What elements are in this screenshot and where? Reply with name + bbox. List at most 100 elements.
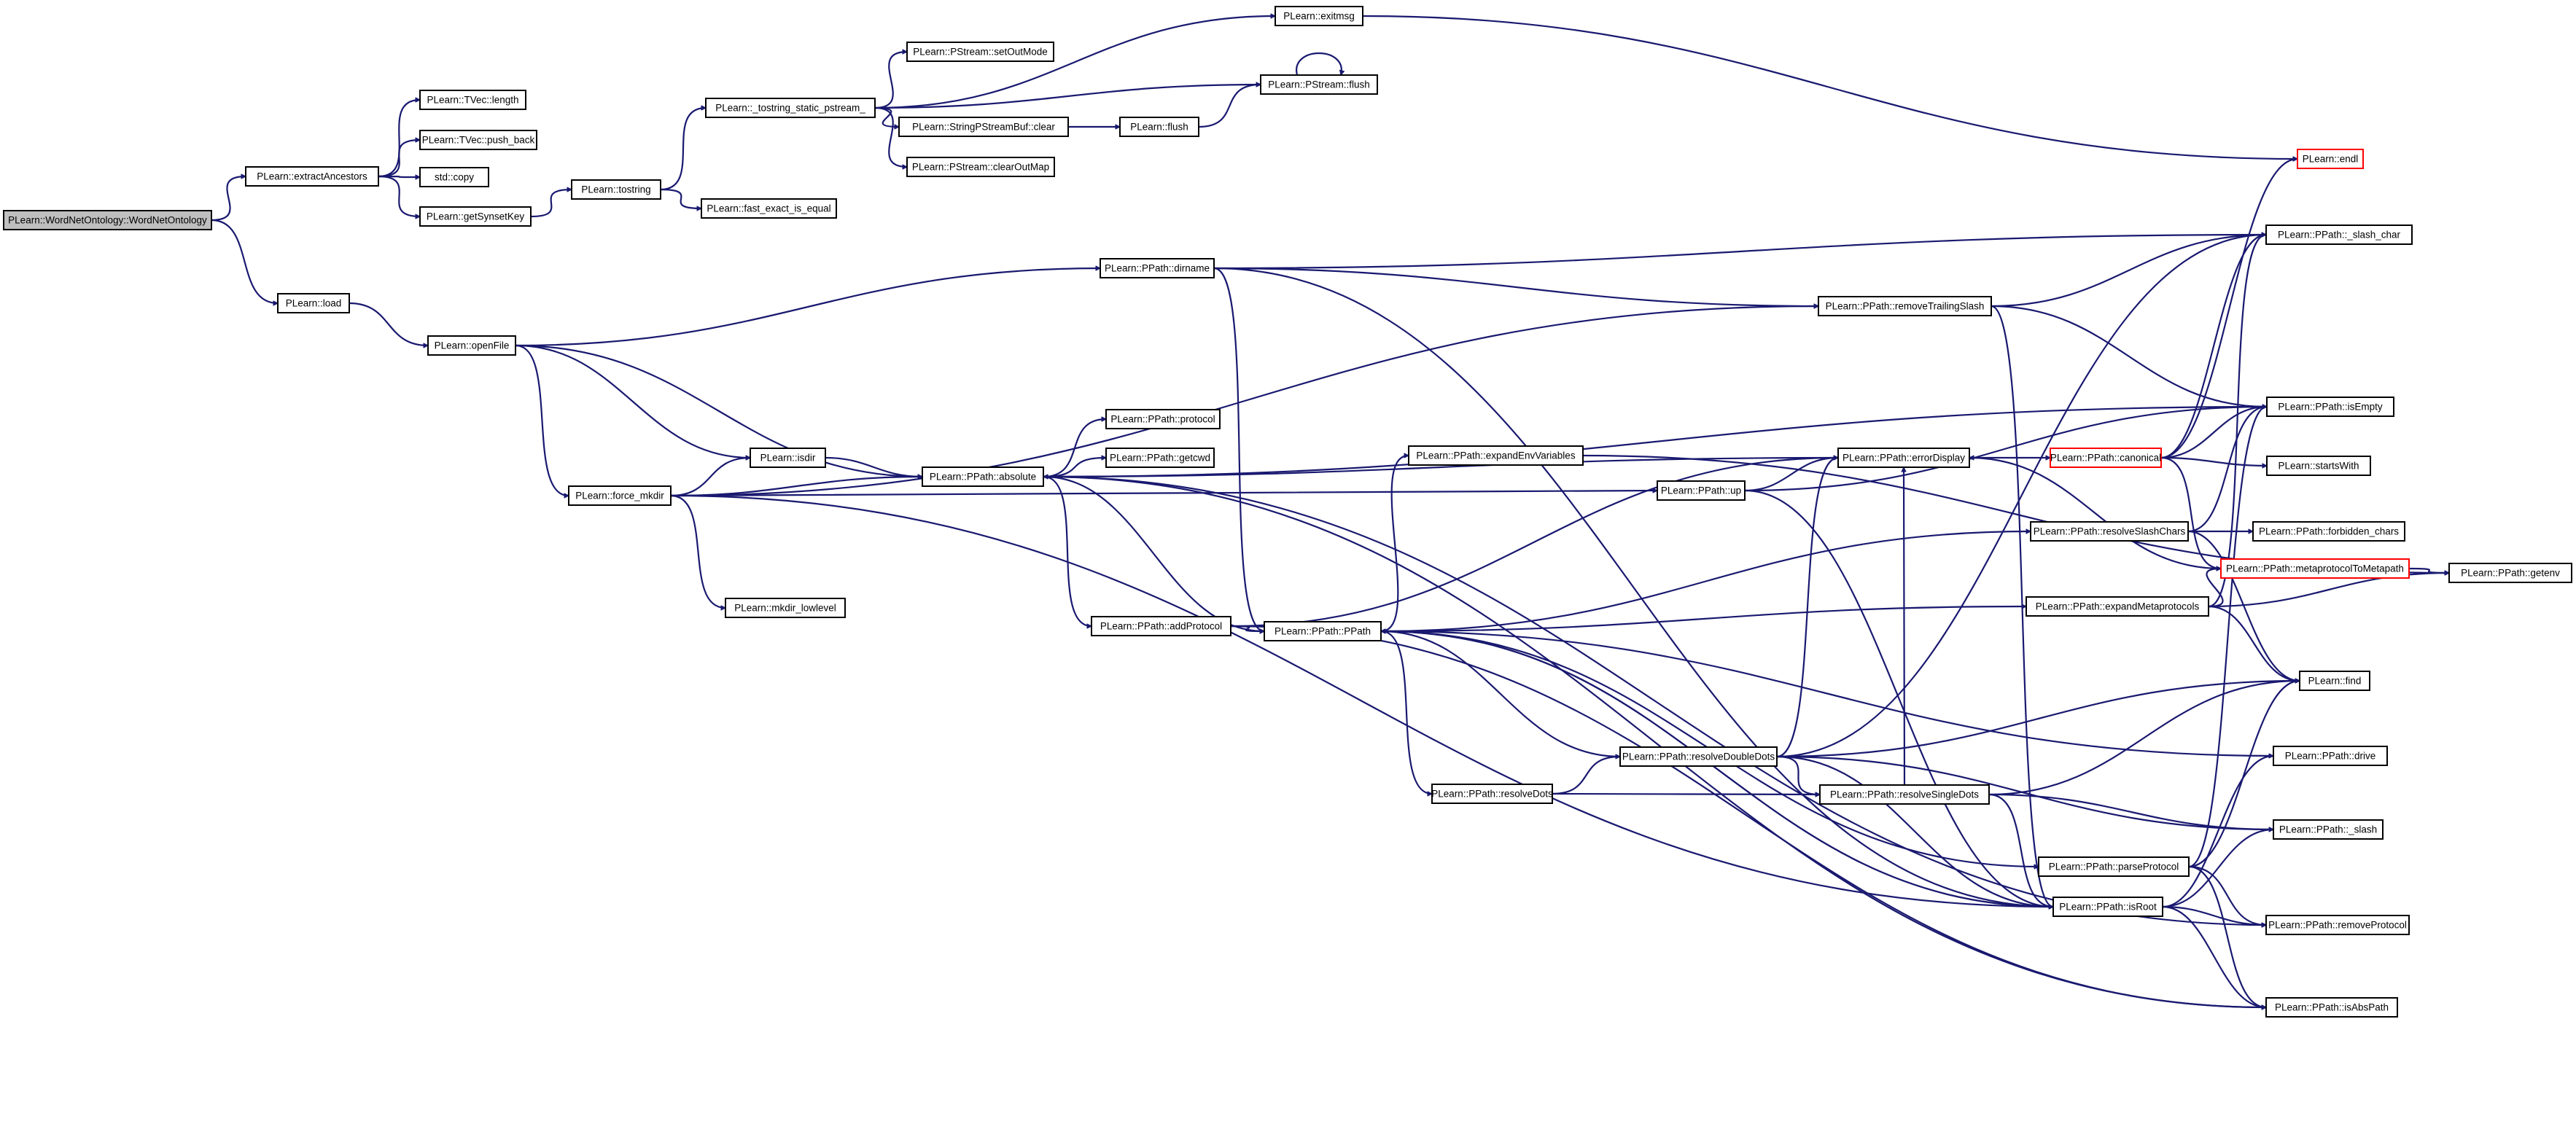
node-box — [898, 117, 1069, 137]
node-protocol[interactable]: PLearn::PPath::protocol — [1105, 409, 1221, 429]
edge-canonical-to-isEmpty — [2160, 407, 2267, 459]
node-slash[interactable]: PLearn::PPath::_slash — [2273, 819, 2384, 840]
edge-addProtocol-to-isAbsPath — [1230, 625, 2266, 1007]
node-isRoot[interactable]: PLearn::PPath::isRoot — [2052, 897, 2163, 917]
node-setOutMode[interactable]: PLearn::PStream::setOutMode — [906, 42, 1054, 62]
node-addProtocol[interactable]: PLearn::PPath::addProtocol — [1091, 616, 1231, 636]
node-box — [419, 90, 526, 110]
node-box — [427, 335, 516, 356]
node-label: PLearn::openFile — [435, 340, 510, 351]
node-removeProtocol[interactable]: PLearn::PPath::removeProtocol — [2265, 915, 2410, 935]
node-isAbsPath[interactable]: PLearn::PPath::isAbsPath — [2265, 997, 2398, 1018]
node-box — [277, 293, 350, 313]
node-resolveSingleDots[interactable]: PLearn::PPath::resolveSingleDots — [1819, 784, 1990, 805]
node-box — [2297, 149, 2364, 169]
node-label: PLearn::PPath::drive — [2285, 751, 2376, 762]
node-canonical[interactable]: PLearn::PPath::canonical — [2050, 448, 2162, 468]
edge-absolute-to-removeProtocol — [1043, 475, 2266, 925]
node-box — [2026, 596, 2209, 617]
node-resolveDots[interactable]: PLearn::PPath::resolveDots — [1431, 784, 1553, 804]
edge-metaprotocolToMetapath-to-errorDisplay — [1969, 458, 2222, 570]
node-label: PLearn::mkdir_lowlevel — [734, 603, 836, 614]
node-label: PLearn::PPath::removeTrailingSlash — [1826, 301, 1985, 312]
node-box — [906, 42, 1054, 62]
node-drive[interactable]: PLearn::PPath::drive — [2273, 746, 2388, 766]
node-resolveDoubleDots[interactable]: PLearn::PPath::resolveDoubleDots — [1619, 746, 1778, 767]
node-find[interactable]: PLearn::find — [2299, 671, 2370, 691]
node-dirname[interactable]: PLearn::PPath::dirname — [1100, 258, 1215, 278]
node-root[interactable]: PLearn::WordNetOntology::WordNetOntology — [3, 210, 212, 230]
edge-exitmsg-to-endl — [1362, 15, 2297, 159]
node-box — [922, 466, 1044, 487]
edge-drive-to-ppath — [1381, 631, 2274, 757]
node-label: PLearn::endl — [2303, 154, 2359, 165]
node-label: PLearn::PPath::expandEnvVariables — [1416, 450, 1575, 461]
node-flush[interactable]: PLearn::flush — [1119, 117, 1199, 137]
node-label: PLearn::PPath::removeProtocol — [2268, 920, 2407, 931]
node-parseProtocol[interactable]: PLearn::PPath::parseProtocol — [2038, 856, 2190, 877]
edge-pstreamFlush-to-pstreamFlush — [1296, 52, 1342, 75]
edge-absolute-to-protocol — [1043, 419, 1106, 478]
edge-root-to-load — [211, 219, 278, 303]
node-label: PLearn::TVec::push_back — [422, 135, 535, 146]
node-mkdirLowlevel[interactable]: PLearn::mkdir_lowlevel — [725, 598, 846, 618]
node-openFile[interactable]: PLearn::openFile — [427, 335, 516, 356]
node-errorDisplay[interactable]: PLearn::PPath::errorDisplay — [1837, 448, 1970, 468]
node-isdir[interactable]: PLearn::isdir — [750, 448, 826, 468]
node-label: PLearn::PPath::protocol — [1110, 414, 1215, 425]
node-ppath[interactable]: PLearn::PPath::PPath — [1264, 621, 1382, 641]
node-box — [1105, 448, 1215, 468]
node-up[interactable]: PLearn::PPath::up — [1657, 480, 1746, 501]
edge-isdir-to-absolute — [825, 456, 922, 477]
edge-isRoot-to-drive — [2162, 756, 2273, 908]
node-spbClear[interactable]: PLearn::StringPStreamBuf::clear — [898, 117, 1069, 137]
node-resolveSlashChars[interactable]: PLearn::PPath::resolveSlashChars — [2030, 521, 2189, 542]
edge-resolveDoubleDots-to-slashChar — [1776, 235, 2266, 758]
node-tvecLength[interactable]: PLearn::TVec::length — [419, 90, 526, 110]
edge-resolveDots-to-resolveSingleDots — [1552, 794, 1820, 795]
node-label: PLearn::extractAncestors — [257, 171, 367, 182]
node-box — [2265, 225, 2413, 245]
node-tostring[interactable]: PLearn::tostring — [571, 179, 661, 200]
node-pstreamFlush[interactable]: PLearn::PStream::flush — [1260, 74, 1378, 95]
node-label: PLearn::getSynsetKey — [427, 211, 525, 222]
node-expandEnv[interactable]: PLearn::PPath::expandEnvVariables — [1408, 445, 1584, 466]
node-stdCopy[interactable]: std::copy — [419, 167, 489, 187]
edge-resolveSlashChars-to-isEmpty — [2187, 407, 2267, 533]
edges-layer — [211, 16, 2449, 1007]
node-tostringStatic[interactable]: PLearn::_tostring_static_pstream_ — [705, 98, 876, 118]
node-extractAncestors[interactable]: PLearn::extractAncestors — [245, 166, 379, 187]
node-getenv[interactable]: PLearn::PPath::getenv — [2448, 563, 2572, 583]
edge-extractAncestors-to-tvecLength — [378, 100, 420, 178]
node-endl[interactable]: PLearn::endl — [2297, 149, 2364, 169]
edge-openFile-to-dirname — [515, 268, 1100, 347]
node-box — [1105, 409, 1221, 429]
node-exitmsg[interactable]: PLearn::exitmsg — [1275, 6, 1363, 26]
node-box — [1275, 6, 1363, 26]
node-getSynsetKey[interactable]: PLearn::getSynsetKey — [419, 206, 532, 227]
node-expandMetaprotocols[interactable]: PLearn::PPath::expandMetaprotocols — [2026, 596, 2209, 617]
node-tvecPushBack[interactable]: PLearn::TVec::push_back — [419, 130, 537, 150]
node-metaprotocolToMetapath[interactable]: PLearn::PPath::metaprotocolToMetapath — [2220, 558, 2410, 579]
node-removeTrailingSlash[interactable]: PLearn::PPath::removeTrailingSlash — [1818, 296, 1992, 316]
node-label: PLearn::PPath::PPath — [1275, 626, 1371, 637]
edge-tostringStatic-to-exitmsg — [874, 16, 1275, 109]
node-startsWith[interactable]: PLearn::startsWith — [2266, 456, 2371, 476]
node-fastExact[interactable]: PLearn::fast_exact_is_equal — [701, 198, 837, 219]
node-box — [1619, 746, 1778, 767]
node-box — [2299, 671, 2370, 691]
node-slashChar[interactable]: PLearn::PPath::_slash_char — [2265, 225, 2413, 245]
node-load[interactable]: PLearn::load — [277, 293, 350, 313]
node-box — [2252, 521, 2405, 542]
node-isEmpty[interactable]: PLearn::PPath::isEmpty — [2266, 397, 2394, 417]
node-box — [2265, 997, 2398, 1018]
edge-ppath-to-resolveDots — [1380, 630, 1432, 794]
node-forceMkdir[interactable]: PLearn::force_mkdir — [568, 485, 672, 506]
node-box — [2265, 915, 2410, 935]
node-absolute[interactable]: PLearn::PPath::absolute — [922, 466, 1044, 487]
node-label: PLearn::PPath::_slash — [2279, 824, 2377, 835]
node-forbiddenChars[interactable]: PLearn::PPath::forbidden_chars — [2252, 521, 2405, 542]
node-getcwd[interactable]: PLearn::PPath::getcwd — [1105, 448, 1215, 468]
node-clearOutMap[interactable]: PLearn::PStream::clearOutMap — [906, 157, 1055, 177]
edge-resolveDoubleDots-to-errorDisplay — [1776, 458, 1838, 758]
